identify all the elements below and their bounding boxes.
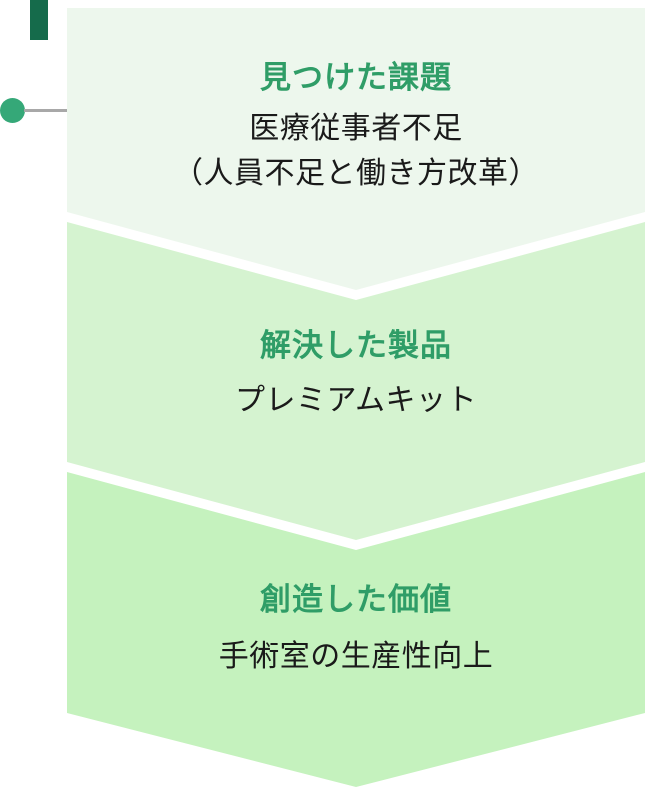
section-body-product: プレミアムキット bbox=[67, 378, 645, 423]
timeline-dot-icon bbox=[0, 98, 25, 123]
funnel-section-value: 創造した価値 手術室の生産性向上 bbox=[67, 472, 645, 787]
section-body-problem: 医療従事者不足 （人員不足と働き方改革） bbox=[67, 106, 645, 196]
section-body-line: 医療従事者不足 bbox=[249, 111, 463, 146]
timeline-connector-line bbox=[24, 109, 68, 112]
section-body-line: プレミアムキット bbox=[235, 383, 477, 418]
section-body-line: 手術室の生産性向上 bbox=[218, 639, 494, 674]
timeline-bar-top bbox=[30, 0, 48, 40]
section-title-value: 創造した価値 bbox=[260, 582, 452, 618]
section-body-value: 手術室の生産性向上 bbox=[67, 634, 645, 679]
section-body-line: （人員不足と働き方改革） bbox=[173, 156, 539, 191]
section-title-product: 解決した製品 bbox=[260, 328, 452, 364]
section-title-problem: 見つけた課題 bbox=[260, 60, 452, 96]
